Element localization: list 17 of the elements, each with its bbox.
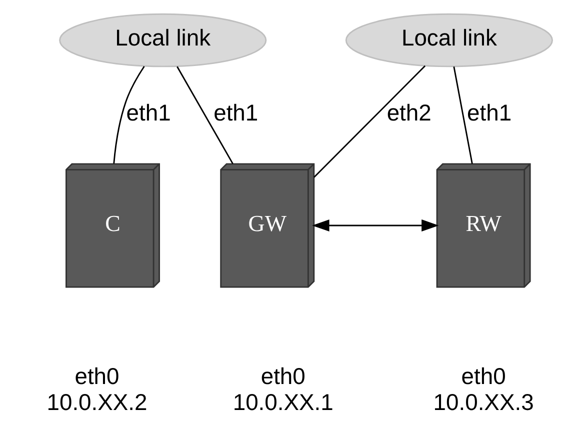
connector	[314, 65, 426, 178]
edge-label: eth2	[386, 100, 432, 126]
edge-label: eth1	[126, 100, 171, 126]
node-ellipse: Local link	[345, 13, 553, 68]
connector	[113, 66, 145, 164]
node-label: 10.0.XX.1	[232, 388, 334, 415]
edge-label: eth1	[214, 100, 258, 126]
node-label: eth0	[260, 363, 306, 390]
node-label: 10.0.XX.3	[433, 388, 534, 415]
edge-label: eth1	[467, 100, 512, 126]
connector	[453, 66, 473, 164]
node-label: eth0	[74, 363, 120, 390]
node-label: eth0	[461, 363, 506, 390]
arrow	[312, 219, 439, 232]
node-ellipse: Local link	[59, 13, 267, 68]
node-label: 10.0.XX.2	[46, 388, 148, 415]
connector	[176, 66, 234, 164]
